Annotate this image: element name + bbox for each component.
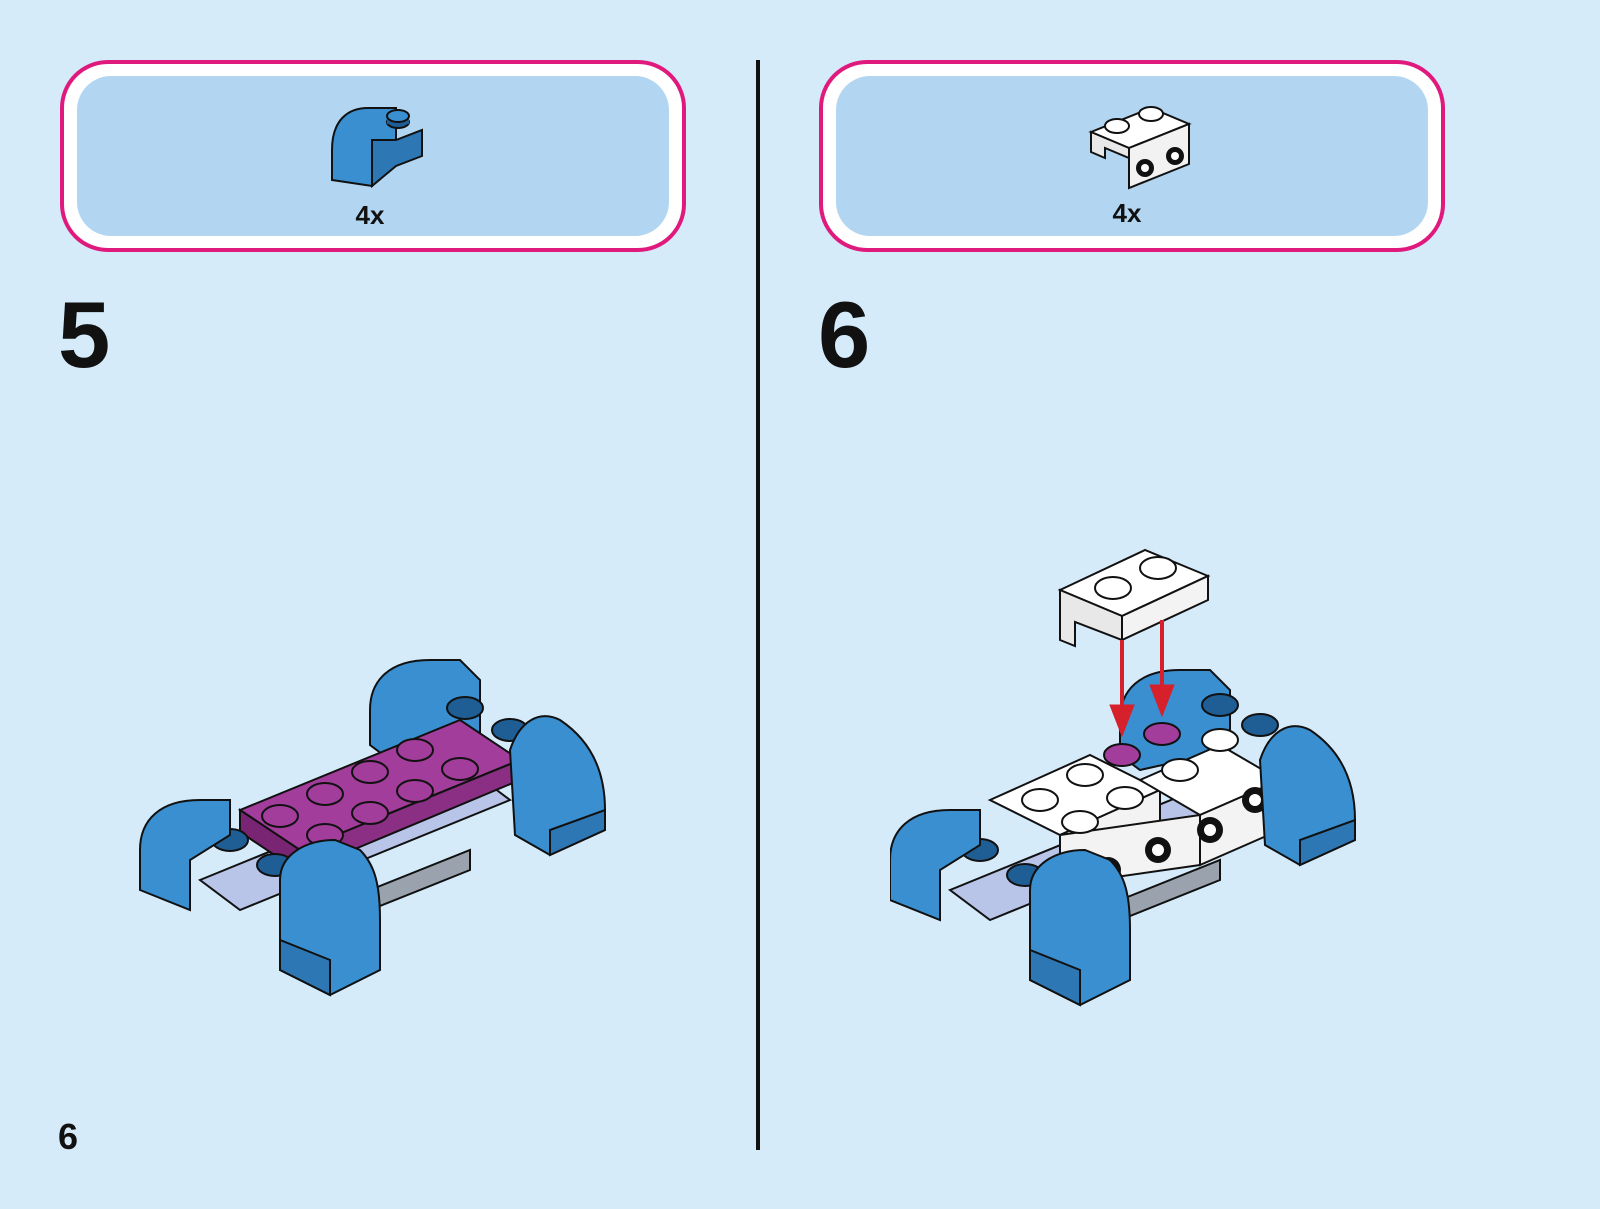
step-divider	[756, 60, 760, 1150]
parts-callout-step-6: 4x	[819, 60, 1445, 252]
blue-curved-slope-brick-icon	[326, 100, 426, 192]
white-bracket-plate-icon	[1085, 102, 1195, 192]
step-6-part-quantity: 4x	[1087, 198, 1167, 229]
step-5-part-quantity: 4x	[330, 200, 410, 231]
parts-callout-step-5: 4x	[60, 60, 686, 252]
step-number: 6	[818, 288, 870, 382]
step-6-assembly-illustration	[890, 540, 1390, 1020]
step-5-assembly-illustration	[130, 650, 630, 1010]
step-number: 5	[58, 288, 110, 382]
page-number: 6	[58, 1116, 78, 1158]
